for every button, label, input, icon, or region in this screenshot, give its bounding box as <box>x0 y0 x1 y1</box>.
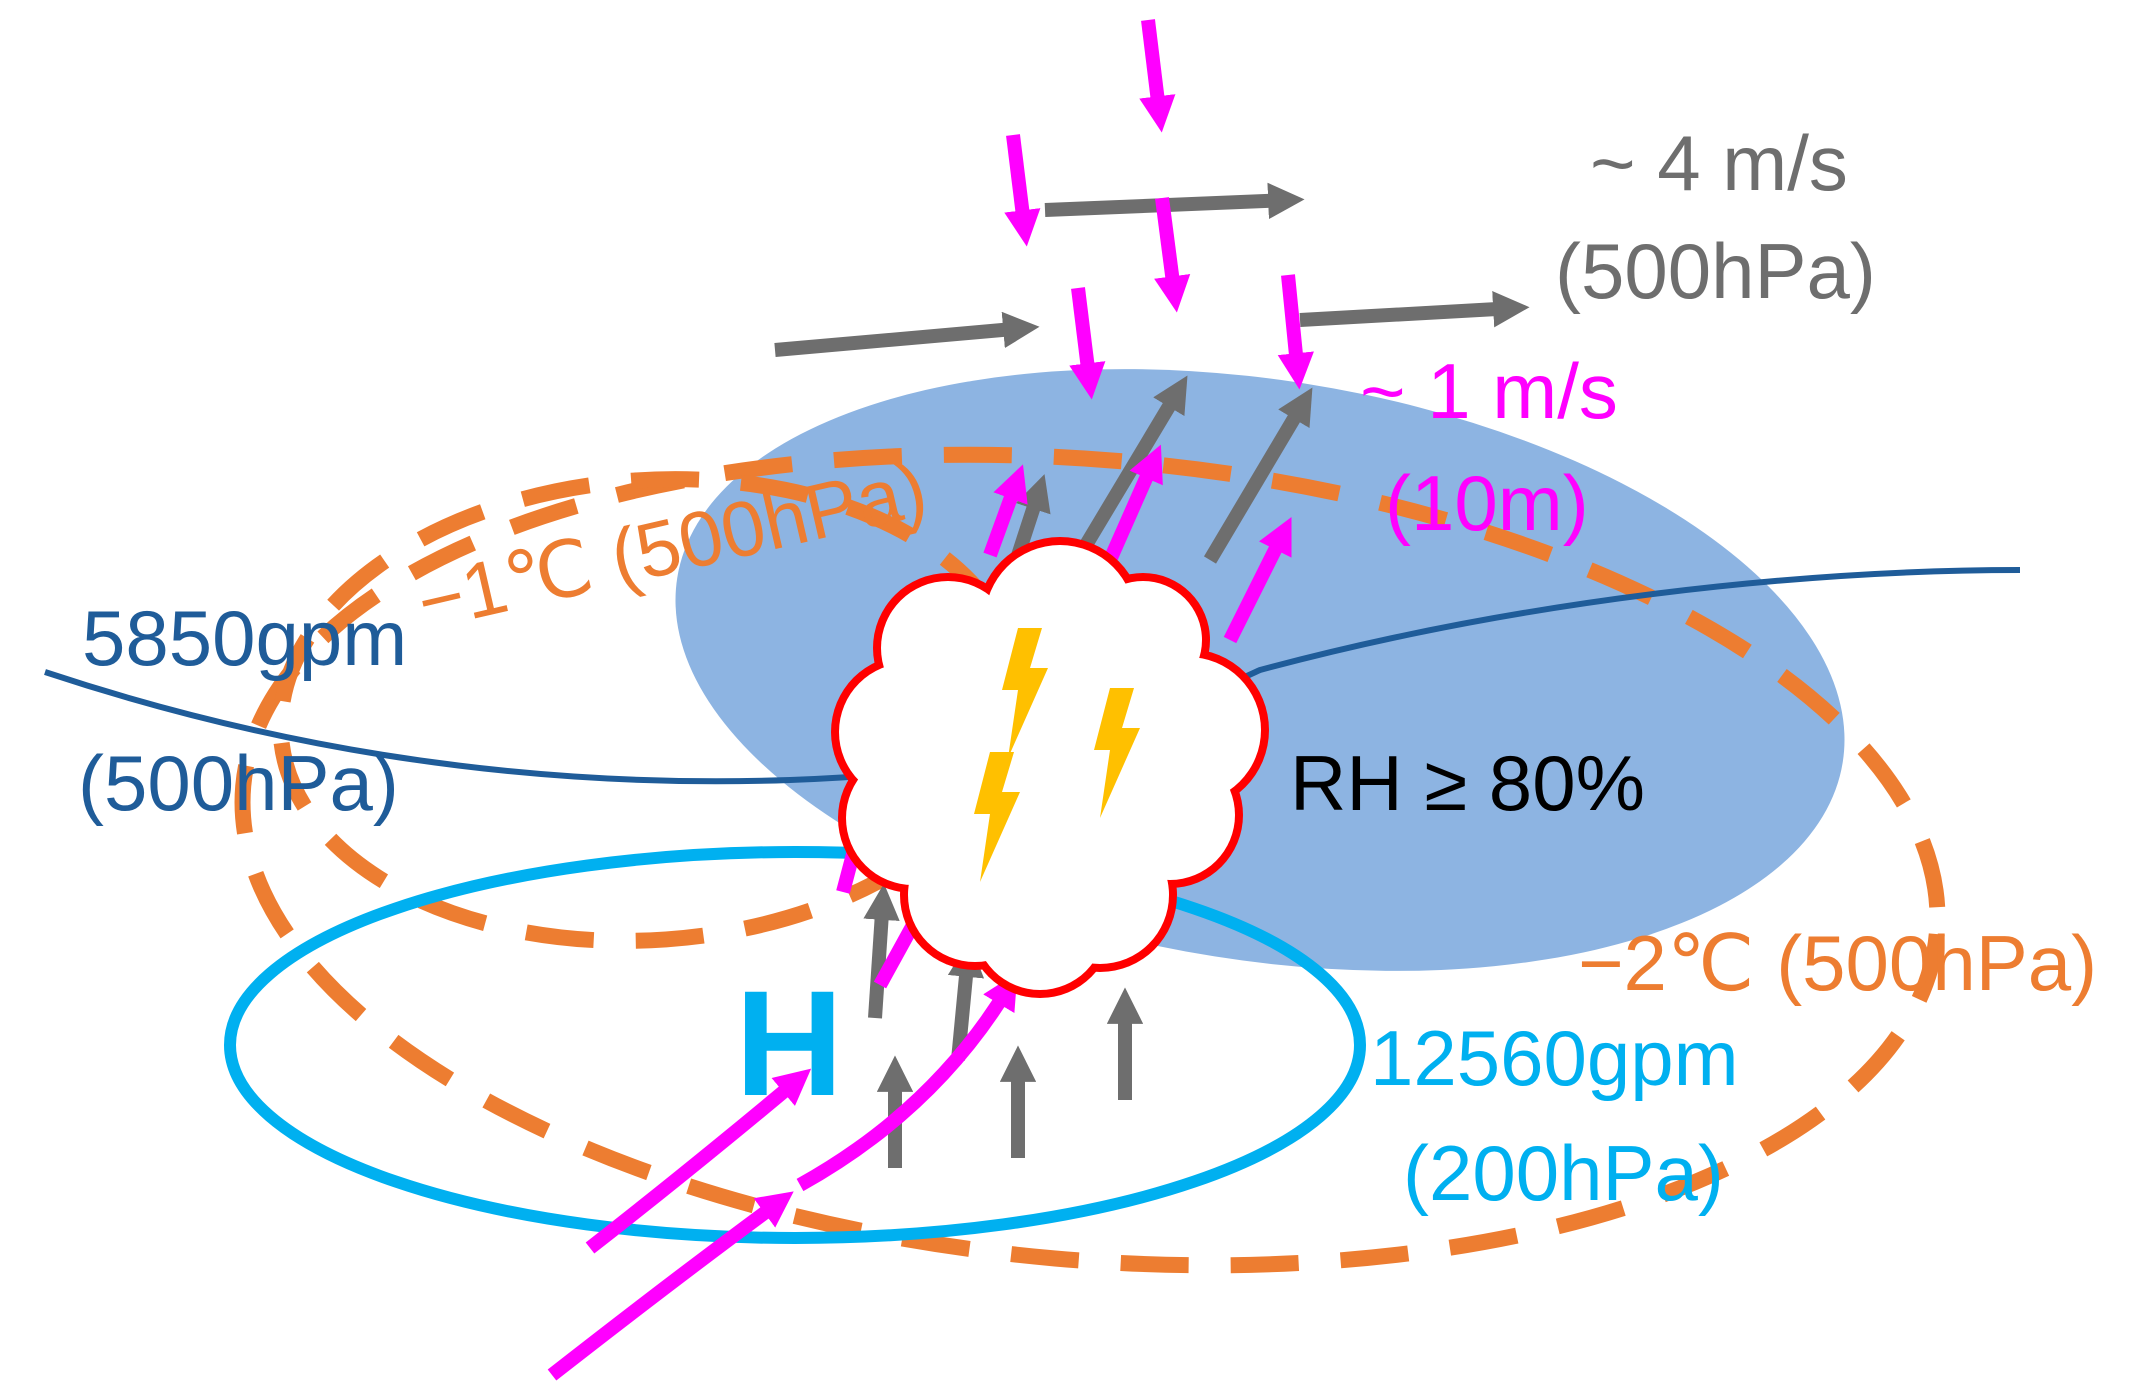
contour-200hpa <box>224 846 1366 1244</box>
wind-10m-descending-arrows <box>1004 19 1314 400</box>
gph-500-level: (500hPa) <box>78 739 399 827</box>
arrow-icon <box>1139 19 1176 133</box>
arrow-icon <box>1203 387 1313 564</box>
wind-10m-level: (10m) <box>1385 459 1589 547</box>
high-pressure-marker: H <box>735 959 843 1127</box>
iso-minus2-label: −2℃ (500hPa) <box>1578 919 2097 1007</box>
wind-500-level: (500hPa) <box>1555 227 1876 315</box>
wind-10m-speed: ~ 1 m/s <box>1360 347 1618 435</box>
arrow-icon <box>774 311 1040 357</box>
gph-200-level: (200hPa) <box>1403 1129 1724 1217</box>
arrow-icon <box>1277 274 1314 390</box>
arrow-icon <box>983 464 1028 558</box>
arrow-icon <box>947 940 985 1061</box>
rh-label: RH ≥ 80% <box>1290 739 1645 827</box>
wind-500-speed: ~ 4 m/s <box>1590 119 1848 207</box>
arrow-icon <box>585 1068 812 1254</box>
arrow-icon <box>1103 444 1163 563</box>
inflow-arrows <box>547 972 1018 1381</box>
arrow-icon <box>547 1191 794 1381</box>
arrow-icon <box>1154 197 1191 313</box>
arrow-icon <box>796 972 1018 1192</box>
wind-500-arrows <box>774 182 1530 357</box>
gph-500-value: 5850gpm <box>82 594 407 682</box>
arrow-icon <box>863 883 900 1019</box>
isotherm-minus2 <box>234 446 1946 1274</box>
gph-200-value: 12560gpm <box>1370 1014 1739 1102</box>
arrow-icon <box>1223 516 1292 644</box>
arrow-icon <box>1004 134 1041 247</box>
arrow-icon <box>1299 291 1530 328</box>
lightning-icon <box>974 628 1140 882</box>
arrow-icon <box>1069 287 1106 400</box>
